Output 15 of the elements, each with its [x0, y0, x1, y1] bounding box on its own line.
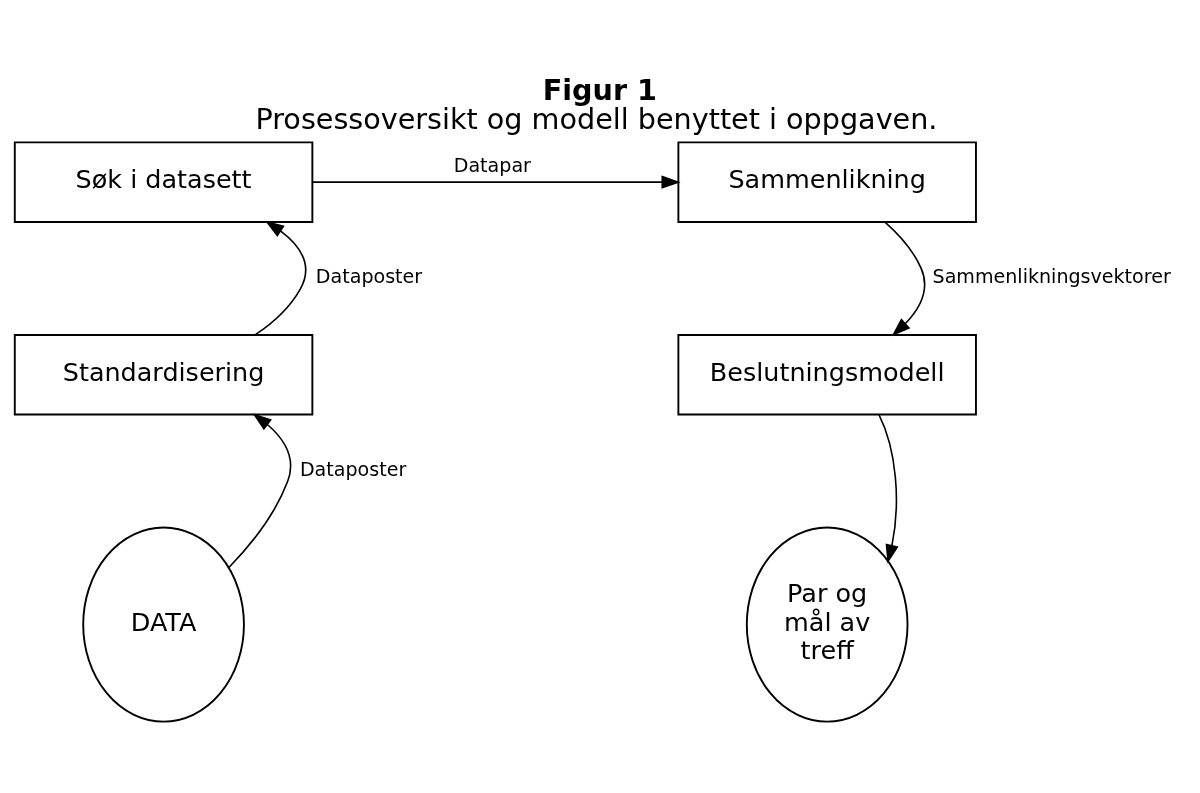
edge-label: Dataposter	[299, 457, 407, 481]
node-ellipse: Par og mål av treff	[745, 526, 909, 723]
edge-label: Sammenlikningsvektorer	[932, 264, 1171, 288]
node-ellipse: DATA	[82, 526, 245, 723]
arrow	[878, 413, 899, 564]
arrow	[884, 221, 926, 336]
node-box: Søk i datasett	[13, 140, 314, 223]
arrow	[254, 220, 307, 335]
edge-label: Datapar	[453, 153, 531, 177]
arrow	[228, 412, 292, 568]
node-box: Beslutningsmodell	[677, 333, 977, 415]
arrow	[311, 174, 681, 189]
edge-label: Dataposter	[315, 264, 423, 288]
node-box: Standardisering	[13, 333, 314, 415]
node-box: Sammenlikning	[677, 140, 977, 223]
